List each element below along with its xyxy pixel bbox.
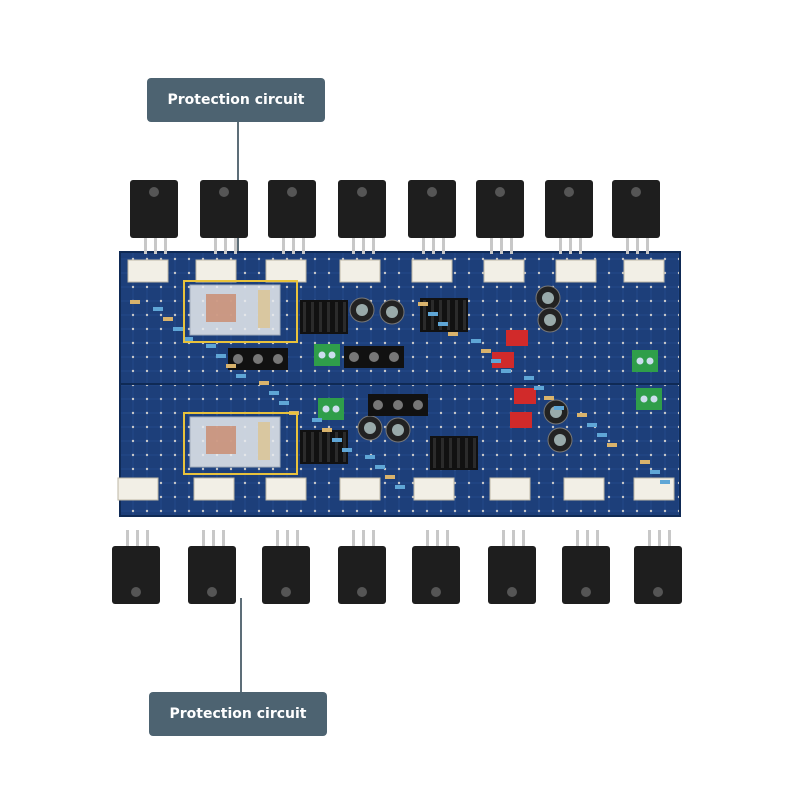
terminal-block-icon [314, 344, 340, 366]
transistor-icon [634, 530, 682, 604]
capacitor-icon [379, 299, 405, 325]
transistor-icon [412, 530, 460, 604]
protection-highlight-top [183, 280, 298, 343]
terminal-block-icon [344, 346, 404, 368]
relay-icon [189, 416, 281, 468]
capacitor-icon [349, 297, 375, 323]
transistor-row-top [130, 180, 660, 254]
protection-circuit-label-top: Protection circuit [147, 78, 325, 122]
capacitor-icon [537, 307, 563, 333]
terminal-block-icon [636, 388, 662, 410]
transistor-icon [408, 180, 456, 254]
terminal-block-icon [632, 350, 658, 372]
relay-icon [189, 284, 281, 336]
protection-circuit-label-bottom: Protection circuit [149, 692, 327, 736]
protection-highlight-bottom [183, 412, 298, 475]
capacitor-icon [357, 415, 383, 441]
terminal-block-icon [228, 348, 288, 370]
transistor-icon [268, 180, 316, 254]
transistor-icon [476, 180, 524, 254]
transistor-icon [562, 530, 610, 604]
power-resistor-row [117, 259, 675, 501]
heatsink-icon [300, 300, 348, 334]
heatsink-icon [300, 430, 348, 464]
heatsink-icon [430, 436, 478, 470]
transistor-icon [188, 530, 236, 604]
transistor-icon [130, 180, 178, 254]
transistor-icon [338, 530, 386, 604]
board-components [130, 285, 670, 489]
transistor-row-bottom [112, 530, 682, 604]
terminal-block-icon [318, 398, 344, 420]
transistor-icon [338, 180, 386, 254]
capacitor-icon [543, 399, 569, 425]
capacitor-icon [535, 285, 561, 311]
terminal-block-icon [368, 394, 428, 416]
transistor-icon [612, 180, 660, 254]
transistor-icon [488, 530, 536, 604]
transistor-icon [545, 180, 593, 254]
transistor-icon [262, 530, 310, 604]
transistor-icon [200, 180, 248, 254]
leader-line-bottom [240, 598, 242, 692]
capacitor-icon [547, 427, 573, 453]
capacitor-icon [385, 417, 411, 443]
transistor-icon [112, 530, 160, 604]
